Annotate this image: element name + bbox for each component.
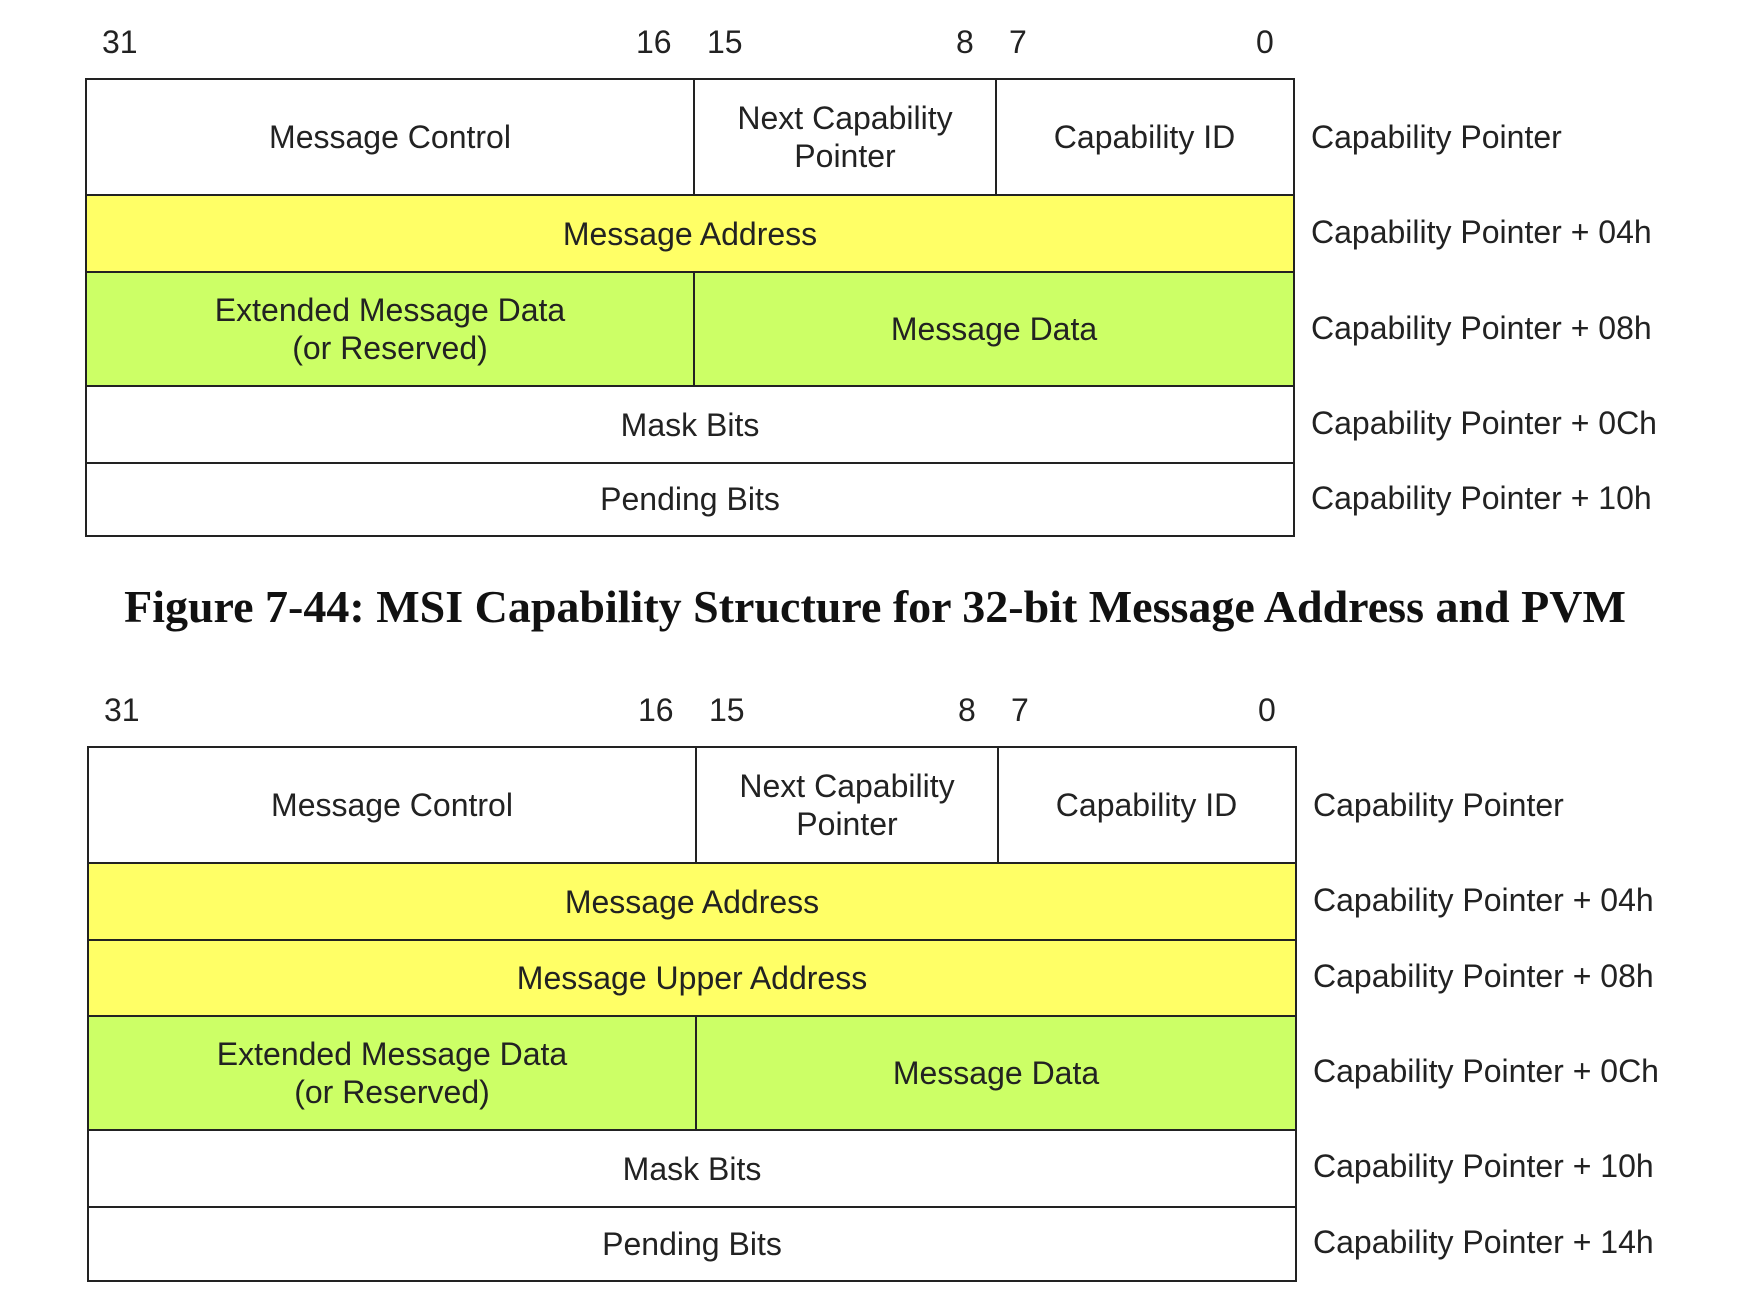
msi-capability-diagram-32bit: 31 16 15 8 7 0 Message Control Next Capa… — [0, 0, 1750, 545]
next-capability-pointer-field: Next Capability Pointer — [695, 748, 997, 862]
message-address-field: Message Address — [564, 883, 820, 920]
table-row: Mask Bits — [87, 385, 1293, 462]
pending-bits-field: Pending Bits — [602, 1225, 782, 1262]
message-data-field: Message Data — [695, 1017, 1295, 1129]
register-table: Message Control Next Capability Pointer … — [85, 78, 1295, 537]
offset-label: Capability Pointer + 10h — [1311, 480, 1652, 516]
message-data-field: Message Data — [693, 273, 1293, 385]
table-row: Extended Message Data (or Reserved) Mess… — [89, 1015, 1295, 1129]
capability-id-field: Capability ID — [997, 748, 1294, 862]
mask-bits-field: Mask Bits — [622, 1150, 762, 1187]
offset-label: Capability Pointer — [1311, 119, 1562, 155]
offset-label: Capability Pointer + 0Ch — [1313, 1053, 1659, 1089]
offset-label: Capability Pointer — [1313, 787, 1564, 823]
message-control-field: Message Control — [87, 80, 693, 194]
table-row: Message Address — [87, 194, 1293, 271]
bit-label-7: 7 — [1009, 24, 1027, 60]
pending-bits-field: Pending Bits — [600, 481, 780, 517]
extended-message-data-field: Extended Message Data (or Reserved) — [216, 1036, 568, 1110]
table-row: Mask Bits — [89, 1129, 1295, 1206]
mask-bits-field: Mask Bits — [620, 406, 760, 443]
next-capability-pointer-field: Next Capability Pointer — [693, 80, 995, 194]
bit-label-31: 31 — [102, 24, 138, 60]
msi-capability-diagram-64bit: 31 16 15 8 7 0 Message Control Next Capa… — [0, 672, 1750, 1307]
bit-label-15: 15 — [707, 24, 743, 60]
bit-label-0: 0 — [1256, 24, 1274, 60]
bit-label-8: 8 — [956, 24, 974, 60]
offset-label: Capability Pointer + 04h — [1313, 882, 1654, 918]
bit-label-31: 31 — [104, 692, 140, 728]
bit-label-16: 16 — [636, 24, 672, 60]
message-upper-address-field: Message Upper Address — [516, 960, 868, 996]
capability-id-field: Capability ID — [995, 80, 1292, 194]
table-row: Pending Bits — [87, 462, 1293, 534]
table-row: Message Upper Address — [89, 939, 1295, 1015]
offset-label: Capability Pointer + 04h — [1311, 214, 1652, 250]
bit-label-15: 15 — [709, 692, 745, 728]
bit-label-8: 8 — [958, 692, 976, 728]
message-address-field: Message Address — [562, 215, 818, 252]
table-row: Message Address — [89, 862, 1295, 939]
offset-label: Capability Pointer + 08h — [1313, 958, 1654, 994]
offset-label: Capability Pointer + 10h — [1313, 1148, 1654, 1184]
extended-message-data-field: Extended Message Data (or Reserved) — [214, 292, 566, 366]
offset-label: Capability Pointer + 0Ch — [1311, 405, 1657, 441]
message-control-field: Message Control — [89, 748, 695, 862]
bit-label-7: 7 — [1011, 692, 1029, 728]
table-row: Extended Message Data (or Reserved) Mess… — [87, 271, 1293, 385]
register-table: Message Control Next Capability Pointer … — [87, 746, 1297, 1282]
table-row: Message Control Next Capability Pointer … — [87, 80, 1293, 194]
table-row: Message Control Next Capability Pointer … — [89, 748, 1295, 862]
figure-caption: Figure 7-44: MSI Capability Structure fo… — [124, 581, 1626, 632]
table-row: Pending Bits — [89, 1206, 1295, 1279]
offset-label: Capability Pointer + 08h — [1311, 310, 1652, 346]
offset-label: Capability Pointer + 14h — [1313, 1224, 1654, 1260]
bit-label-0: 0 — [1258, 692, 1276, 728]
bit-label-16: 16 — [638, 692, 674, 728]
